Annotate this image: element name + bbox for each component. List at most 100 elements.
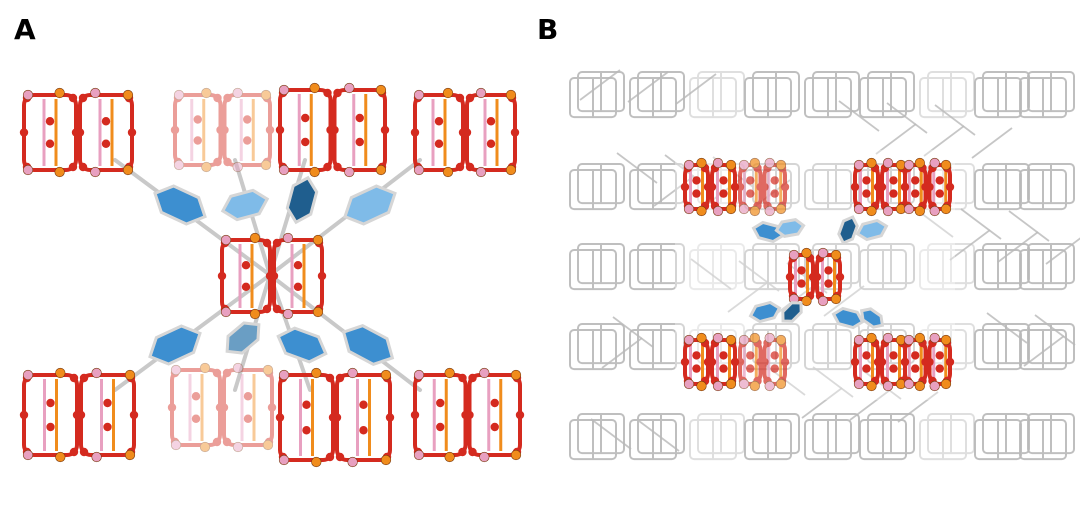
metal-atom	[696, 157, 707, 169]
metal-atom	[220, 306, 232, 318]
oxygen-atom	[945, 357, 955, 367]
highlight-cluster	[850, 332, 910, 392]
metal-atom	[683, 159, 695, 171]
oxygen-atom	[213, 157, 222, 167]
oxygen-atom	[243, 136, 252, 145]
framework-cage	[744, 413, 800, 461]
oxygen-atom	[760, 182, 769, 192]
oxygen-atom	[434, 117, 444, 126]
oxygen-atom	[333, 88, 342, 98]
metal-atom	[375, 164, 387, 176]
framework-strut	[579, 69, 621, 101]
metal-atom	[738, 334, 750, 346]
oxygen-atom	[170, 125, 180, 135]
cluster-top-right	[410, 87, 520, 178]
framework-cage	[569, 413, 625, 461]
oxygen-atom	[330, 125, 339, 135]
cluster-top-left	[19, 87, 137, 178]
metal-atom	[199, 362, 211, 374]
oxygen-atom	[785, 272, 795, 282]
oxygen-atom	[170, 437, 180, 447]
metal-atom	[775, 378, 787, 390]
framework-strut	[675, 73, 717, 105]
oxygen-atom	[191, 392, 201, 401]
benzene-linker	[855, 218, 889, 242]
metal-atom	[738, 378, 750, 390]
metal-atom	[91, 451, 102, 463]
metal-atom	[479, 367, 490, 379]
metal-atom	[282, 308, 294, 320]
oxygen-atom	[45, 117, 55, 126]
metal-atom	[764, 380, 775, 392]
metal-atom	[220, 234, 232, 246]
metal-atom	[309, 82, 320, 94]
oxygen-atom	[45, 139, 55, 148]
oxygen-atom	[213, 93, 222, 103]
oxygen-atom	[262, 157, 272, 167]
oxo-ring	[413, 93, 465, 172]
framework-strut	[653, 175, 695, 207]
metal-atom	[91, 367, 102, 379]
metal-atom	[764, 332, 775, 344]
framework-cage	[744, 71, 800, 119]
oxygen-atom	[458, 447, 467, 457]
oxygen-atom	[68, 162, 78, 172]
oxygen-atom	[877, 182, 887, 192]
oxygen-atom	[212, 437, 222, 447]
metal-atom	[232, 362, 244, 374]
oxygen-atom	[719, 176, 728, 185]
framework-strut	[612, 316, 654, 348]
oxygen-atom	[46, 422, 55, 432]
oxygen-atom	[335, 373, 345, 383]
metal-atom	[683, 334, 695, 346]
oxygen-atom	[862, 176, 871, 185]
oxygen-atom	[465, 93, 475, 103]
metal-atom	[278, 84, 290, 96]
framework-strut	[638, 420, 680, 452]
oxygen-atom	[46, 398, 55, 408]
oxygen-atom	[735, 357, 745, 367]
oxygen-atom	[911, 176, 920, 185]
oxygen-atom	[935, 176, 944, 185]
cage-edge	[919, 419, 967, 461]
metal-atom	[817, 247, 829, 259]
oxygen-atom	[692, 176, 701, 185]
oxygen-atom	[69, 373, 79, 383]
oxygen-atom	[193, 115, 202, 124]
oxo-ring	[173, 93, 223, 167]
oxo-ring	[22, 373, 79, 457]
framework-cage	[569, 163, 625, 211]
metal-atom	[170, 439, 182, 451]
metal-atom	[853, 203, 865, 215]
oxo-ring	[78, 93, 134, 172]
framework-strut	[1008, 210, 1050, 242]
oxygen-atom	[79, 373, 89, 383]
metal-atom	[749, 205, 760, 217]
framework-strut	[934, 104, 976, 136]
framework-cage	[859, 71, 915, 119]
oxygen-atom	[812, 272, 822, 282]
metal-atom	[712, 380, 724, 392]
metal-atom	[262, 439, 274, 451]
framework-strut	[849, 389, 891, 421]
metal-atom	[444, 367, 455, 379]
framework-strut	[997, 231, 1039, 263]
oxo-ring	[335, 373, 392, 462]
oxygen-atom	[862, 351, 871, 360]
benzene-linker	[859, 307, 885, 329]
oxygen-atom	[935, 364, 944, 373]
oxygen-atom	[900, 182, 910, 192]
metal-atom	[749, 157, 760, 169]
framework-strut	[727, 281, 769, 313]
oxygen-atom	[746, 189, 755, 198]
oxygen-atom	[173, 93, 183, 103]
oxygen-atom	[332, 413, 342, 422]
oxygen-atom	[436, 422, 445, 432]
oxygen-atom	[458, 373, 467, 383]
oxygen-atom	[410, 128, 420, 137]
metal-atom	[712, 205, 724, 217]
metal-atom	[249, 308, 261, 320]
oxygen-atom	[241, 282, 251, 291]
metal-atom	[853, 159, 865, 171]
metal-atom	[413, 369, 425, 381]
